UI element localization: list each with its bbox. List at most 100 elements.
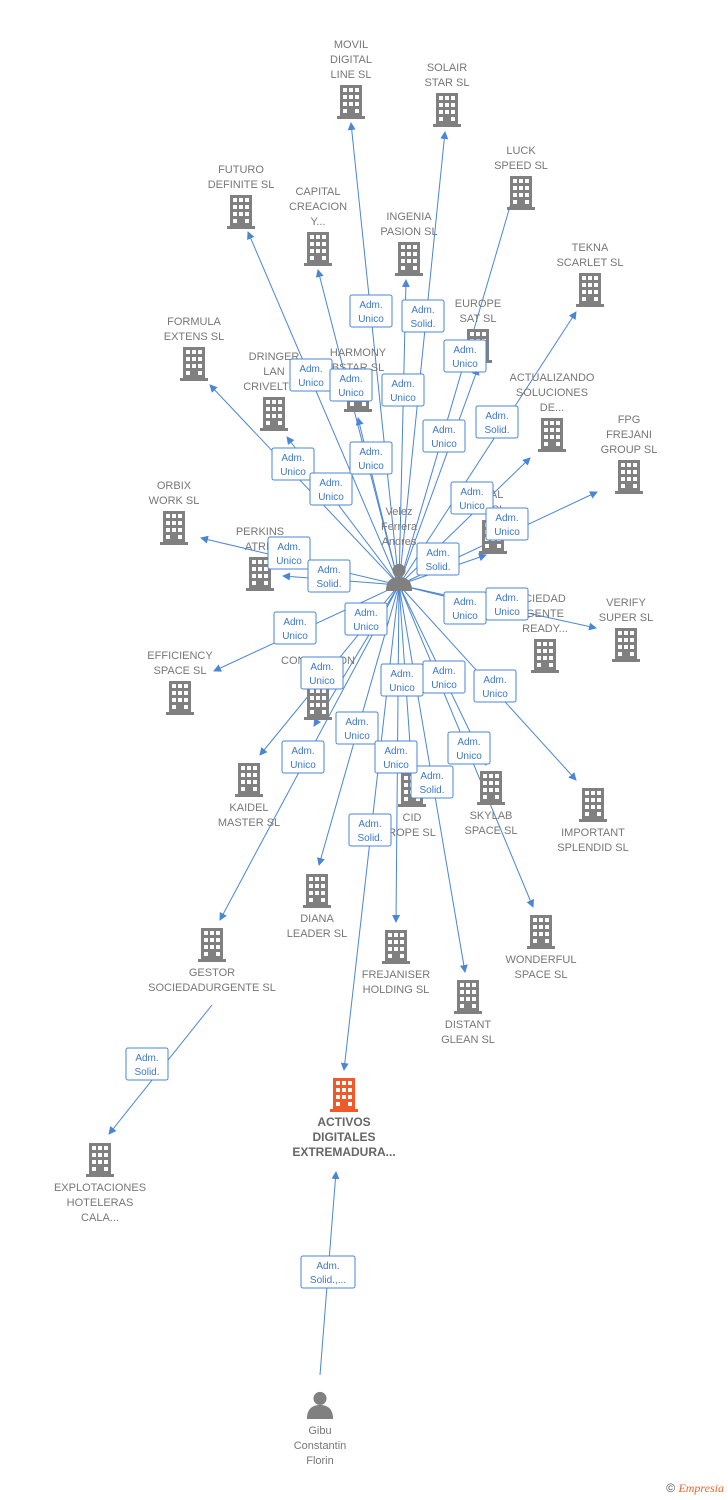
role-badge[interactable]: Adm.Unico bbox=[381, 373, 425, 407]
building-icon bbox=[304, 232, 332, 266]
node-label-line: Velez bbox=[386, 506, 413, 518]
company-node-explotaciones[interactable]: EXPLOTACIONESHOTELERASCALA... bbox=[54, 1143, 146, 1224]
role-badge[interactable]: Adm.Unico bbox=[289, 358, 333, 392]
role-badge[interactable]: Adm.Unico bbox=[422, 660, 466, 694]
company-node-sociedad[interactable]: CIEDADGENTEREADY... bbox=[522, 593, 568, 673]
building-icon bbox=[527, 915, 555, 949]
node-label-line: CID bbox=[403, 812, 422, 824]
role-badge[interactable]: Adm.Unico bbox=[329, 368, 373, 402]
role-badge-text: Unico bbox=[390, 393, 416, 404]
node-label-line: DIGITAL bbox=[330, 54, 372, 66]
role-badge[interactable]: Adm.Unico bbox=[281, 740, 325, 774]
building-icon bbox=[235, 763, 263, 797]
role-badge[interactable]: Adm.Solid. bbox=[401, 299, 445, 333]
node-label-line: Y... bbox=[310, 216, 325, 228]
role-badge-text: Unico bbox=[298, 378, 324, 389]
role-badge[interactable]: Adm.Solid. bbox=[348, 813, 392, 847]
role-badge[interactable]: Adm.Unico bbox=[473, 669, 517, 703]
role-badge[interactable]: Adm.Unico bbox=[344, 602, 388, 636]
edge-velez-futuro bbox=[247, 231, 400, 586]
role-badge[interactable]: Adm.Unico bbox=[485, 507, 529, 541]
role-badge-text: Unico bbox=[358, 461, 384, 472]
node-label-line: SOLAIR bbox=[427, 62, 467, 74]
role-badge-text: Unico bbox=[383, 760, 409, 771]
role-badge-text: Adm. bbox=[339, 374, 362, 385]
company-node-actualizando[interactable]: ACTUALIZANDOSOLUCIONESDE... bbox=[510, 372, 595, 452]
role-badge[interactable]: Adm.Unico bbox=[374, 740, 418, 774]
role-badge[interactable]: Adm.Unico bbox=[485, 587, 529, 621]
node-label-line: ORBIX bbox=[157, 480, 192, 492]
role-badge[interactable]: Adm.Unico bbox=[447, 731, 491, 765]
role-badge-text: Adm. bbox=[411, 305, 434, 316]
node-label-line: KAIDEL bbox=[229, 802, 268, 814]
role-badge[interactable]: Adm.Unico bbox=[380, 663, 424, 697]
edge-velez-luck bbox=[398, 185, 518, 586]
role-badge[interactable]: Adm.Unico bbox=[450, 481, 494, 515]
role-badge[interactable]: Adm.Unico bbox=[443, 591, 487, 625]
node-label-line: SPACE SL bbox=[515, 969, 568, 981]
role-badge-text: Adm. bbox=[432, 425, 455, 436]
role-badge[interactable]: Adm.Unico bbox=[335, 711, 379, 745]
role-badge-text: Unico bbox=[482, 689, 508, 700]
role-badge-text: Unico bbox=[431, 439, 457, 450]
role-badge[interactable]: Adm.Solid. bbox=[410, 765, 454, 799]
role-badge[interactable]: Adm.Unico bbox=[271, 447, 315, 481]
role-badge-text: Adm. bbox=[457, 737, 480, 748]
company-node-solair[interactable]: SOLAIR STAR SL bbox=[424, 62, 470, 127]
company-node-capital[interactable]: CAPITALCREACIONY... bbox=[289, 186, 347, 266]
role-badge[interactable]: Adm.Solid.,... bbox=[300, 1255, 356, 1289]
role-badge-text: Adm. bbox=[495, 513, 518, 524]
node-label-line: STAR SL bbox=[424, 77, 469, 89]
role-badge[interactable]: Adm.Unico bbox=[300, 656, 344, 690]
role-badge[interactable]: Adm.Unico bbox=[349, 441, 393, 475]
role-badge[interactable]: Adm.Unico bbox=[267, 536, 311, 570]
role-badge-text: Solid. bbox=[357, 833, 382, 844]
role-badge[interactable]: Adm.Solid. bbox=[307, 559, 351, 593]
role-badge[interactable]: Adm.Unico bbox=[309, 472, 353, 506]
role-badge-text: Unico bbox=[358, 314, 384, 325]
node-label-line: EXTREMADURA... bbox=[292, 1145, 395, 1159]
role-badge-text: Adm. bbox=[426, 548, 449, 559]
role-badge[interactable]: Adm.Solid. bbox=[125, 1047, 169, 1081]
brand-logo[interactable]: Empresia bbox=[678, 1481, 724, 1495]
role-badge[interactable]: Adm. Unico bbox=[422, 419, 466, 453]
role-badge-text: Adm. bbox=[460, 487, 483, 498]
role-badge-text: Adm. bbox=[453, 345, 476, 356]
role-badge[interactable]: Adm.Solid. bbox=[416, 542, 460, 576]
role-badge[interactable]: Adm.Unico bbox=[443, 339, 487, 373]
node-label-line: HOLDING SL bbox=[363, 984, 430, 996]
company-node-activos[interactable]: ACTIVOSDIGITALESEXTREMADURA... bbox=[292, 1078, 396, 1159]
role-badge-text: Adm. bbox=[485, 411, 508, 422]
building-icon bbox=[579, 788, 607, 822]
role-badge[interactable]: Adm.Solid. bbox=[475, 405, 519, 439]
role-badge[interactable]: Adm.Unico bbox=[349, 294, 393, 328]
edge-velez-solair bbox=[398, 131, 449, 586]
role-badge-text: Adm. bbox=[432, 666, 455, 677]
role-badge-text: Solid.,... bbox=[310, 1275, 346, 1286]
role-badge[interactable]: Adm.Unico bbox=[273, 611, 317, 645]
